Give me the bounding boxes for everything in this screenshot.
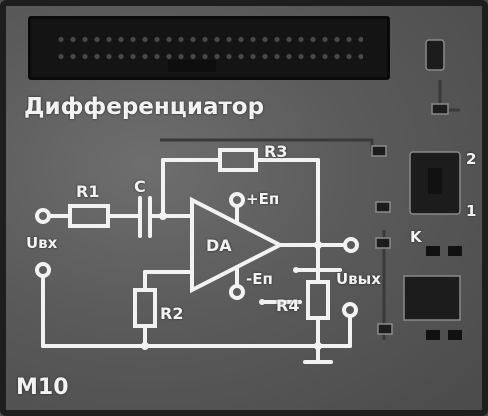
- smd-resistor-d: [375, 237, 391, 249]
- connector-pins: [55, 31, 363, 65]
- smd-resistor-b: [371, 145, 387, 157]
- resistor-r2: [133, 288, 157, 328]
- label-r4: R4: [276, 296, 300, 315]
- label-c: C: [134, 177, 146, 196]
- smd-diode-d: [448, 330, 462, 340]
- smd-capacitor: [425, 39, 445, 71]
- smd-diode-b: [448, 246, 462, 256]
- smd-resistor-c: [375, 201, 391, 213]
- output-terminal[interactable]: [343, 237, 359, 253]
- switch-pos-2: 2: [466, 150, 477, 168]
- smd-resistor-a: [431, 103, 449, 115]
- connector-key: [168, 60, 216, 72]
- resistor-r1: [68, 204, 110, 228]
- label-r3: R3: [264, 142, 288, 161]
- switch-pos-1: 1: [466, 202, 477, 220]
- switch-lever[interactable]: [428, 168, 442, 194]
- smd-resistor-e: [377, 323, 393, 335]
- label-minus-ep: -Eп: [246, 270, 273, 288]
- output-ground-terminal[interactable]: [342, 302, 358, 318]
- smd-diode-a: [426, 246, 440, 256]
- smd-diode-c: [426, 330, 440, 340]
- label-plus-ep: +Eп: [246, 190, 280, 208]
- module-code: M10: [16, 375, 69, 400]
- label-r2: R2: [160, 304, 184, 323]
- label-da: DA: [206, 236, 232, 255]
- resistor-r4: [306, 280, 330, 320]
- chip-label-k: K: [410, 228, 422, 246]
- board-title: Дифференциатор: [24, 94, 265, 120]
- ic-k: [403, 275, 461, 321]
- resistor-r3: [218, 148, 258, 172]
- label-u-in: Uвх: [26, 234, 58, 252]
- label-r1: R1: [76, 182, 100, 201]
- label-u-out: Uвых: [336, 270, 381, 288]
